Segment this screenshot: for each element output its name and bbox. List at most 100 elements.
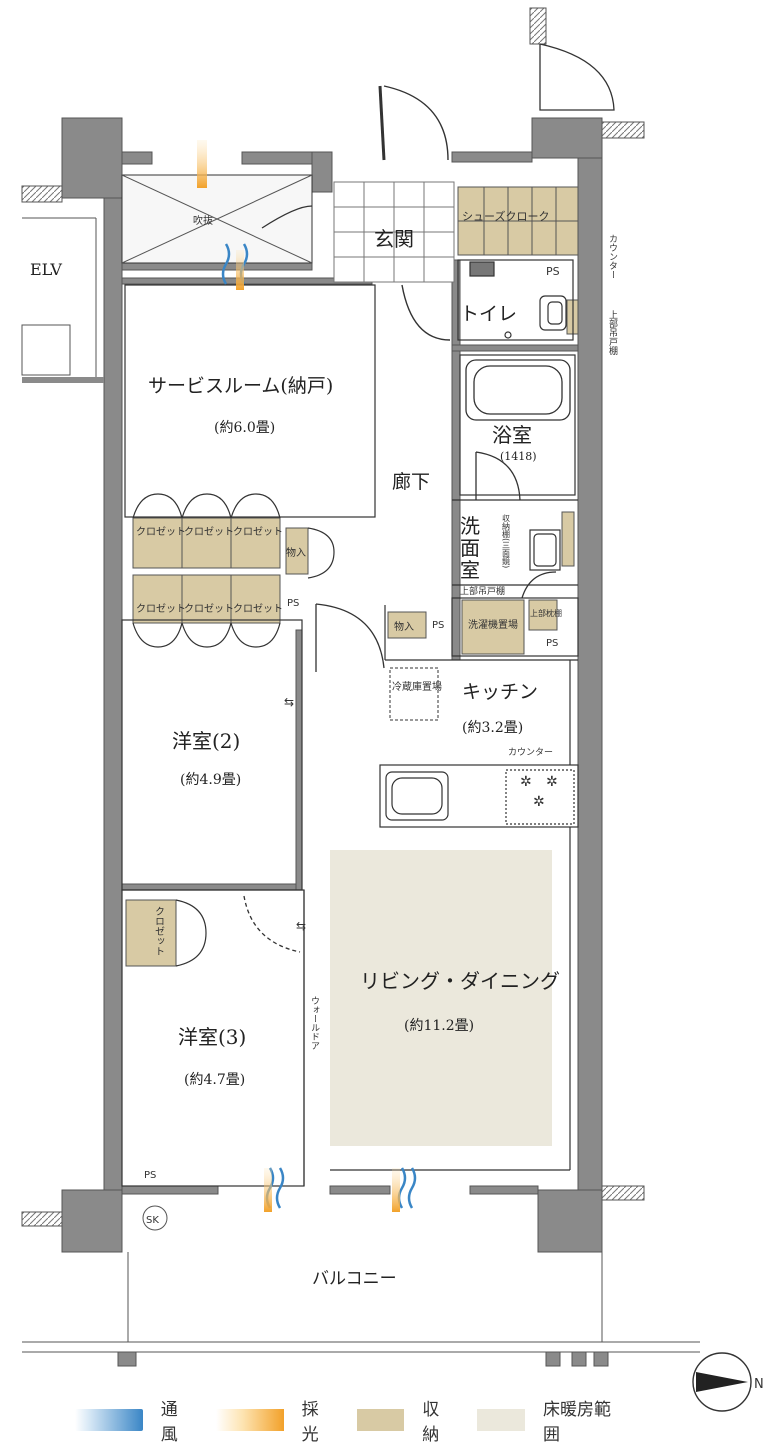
storage-kitchen-fill: [387, 611, 427, 639]
label-upper-cabinet-senmen: 上部吊戸棚: [460, 585, 505, 597]
hatched-wall-bl: [21, 1211, 63, 1227]
closet-doors: [132, 493, 335, 967]
hatched-wall-br: [601, 1185, 645, 1201]
senmen-shelf-fill: [561, 511, 575, 567]
label-kitchen-area: (約3.2畳): [462, 720, 523, 736]
label-hallway: 廊下: [392, 471, 430, 493]
entrance-door: [378, 85, 451, 341]
daylight-swatch-icon: [215, 1409, 284, 1431]
daylight-markers: [197, 140, 400, 1212]
label-living: リビング・ダイニング: [360, 969, 560, 993]
svg-text:✲: ✲: [546, 774, 558, 790]
label-room2-area: (約4.9畳): [180, 772, 241, 788]
label-genkan: 玄関: [374, 227, 414, 251]
label-north: N: [754, 1377, 764, 1392]
label-ps-senmen: PS: [546, 638, 558, 649]
label-ps-kitchen: PS: [432, 620, 444, 631]
label-living-area: (約11.2畳): [404, 1018, 474, 1034]
hatched-wall-right: [601, 121, 645, 139]
hatched-wall-left: [21, 185, 63, 203]
label-closet-3: クロゼット: [233, 526, 283, 538]
void-area: [121, 174, 313, 264]
label-closet-room3: クロゼット: [153, 906, 165, 956]
legend-daylight-label: 採光: [301, 1400, 319, 1445]
hatched-wall-top: [529, 7, 547, 45]
label-closet-4: クロゼット: [136, 603, 186, 615]
balcony: [22, 1205, 700, 1367]
kitchen-counter: [379, 764, 579, 828]
sliding-door-marks: ⇆ ⇆: [284, 695, 306, 933]
label-bath-size: (1418): [500, 450, 537, 463]
svg-text:⇆: ⇆: [284, 695, 294, 709]
label-service-room: サービスルーム(納戸): [148, 375, 333, 397]
entrance-tiles: [333, 181, 455, 283]
legend-ventilation: 通風: [75, 1395, 192, 1445]
label-senmen-2: 面: [460, 536, 480, 560]
label-elv: ELV: [30, 260, 62, 279]
label-upper-cabinet-top: 上部吊戸棚: [607, 310, 618, 356]
svg-text:✲: ✲: [533, 794, 545, 810]
label-wall-door: ウォールドア: [309, 996, 320, 1050]
label-closet-1: クロゼット: [136, 526, 186, 538]
label-ps-top: PS: [546, 265, 560, 278]
closet-room3-fill: [125, 899, 177, 967]
washer-fill: [461, 599, 525, 655]
legend-daylight: 採光: [215, 1395, 333, 1445]
label-closet-2: クロゼット: [184, 526, 234, 538]
walls: [61, 117, 603, 1253]
floor-heating-area: [330, 850, 552, 1146]
label-balcony: バルコニー: [312, 1269, 397, 1289]
label-sk: SK: [146, 1215, 159, 1226]
storage-dividers: [181, 187, 580, 623]
floor-heating-swatch-icon: [477, 1409, 525, 1431]
label-fukinuke: 吹抜: [193, 214, 213, 227]
stove-burners-icon: ✲✲✲: [520, 774, 558, 810]
label-room3-area: (約4.7畳): [184, 1072, 245, 1088]
label-senmen-3: 室: [460, 558, 480, 582]
label-room2: 洋室(2): [172, 729, 240, 753]
label-closet-5: クロゼット: [184, 603, 234, 615]
label-upper-shelf: 上部枕棚: [530, 608, 562, 618]
legend-storage-label: 収納: [422, 1400, 440, 1445]
label-storage-kitchen: 物入: [394, 620, 414, 633]
label-room3: 洋室(3): [178, 1025, 246, 1049]
legend-ventilation-label: 通風: [160, 1400, 178, 1445]
label-counter-top: カウンター: [607, 234, 618, 279]
label-fridge: 冷蔵庫置場: [392, 680, 442, 693]
label-shuno-dana: 収納棚(三面鏡): [502, 513, 511, 568]
interior-lines: [121, 259, 579, 1187]
bathtub: [465, 359, 571, 421]
upper-shelf-fill: [528, 599, 558, 631]
ventilation-swatch-icon: [75, 1409, 143, 1431]
legend-floor-heating: 床暖房範囲: [477, 1395, 621, 1445]
elevator-area: [21, 217, 104, 383]
closet-upper-fill: [132, 517, 281, 569]
label-storage-hall: 物入: [286, 546, 306, 559]
bath-door: [475, 451, 521, 501]
label-toilet: トイレ: [460, 303, 517, 325]
label-closet-6: クロゼット: [233, 603, 283, 615]
label-ps-hall: PS: [287, 598, 299, 609]
label-washer: 洗濯機置場: [468, 618, 518, 631]
legend: 通風 採光 収納 床暖房範囲: [75, 1400, 645, 1445]
storage-fills: [125, 186, 581, 967]
legend-storage: 収納: [356, 1395, 453, 1445]
svg-text:⇆: ⇆: [296, 919, 306, 933]
fridge-area: [389, 667, 439, 721]
label-senmen-1: 洗: [460, 514, 480, 538]
compass: N: [692, 1352, 764, 1412]
interior-doors: [243, 205, 557, 953]
label-kitchen: キッチン: [462, 681, 538, 703]
storage-small-fill: [285, 527, 309, 575]
washbasin: [529, 529, 561, 571]
label-counter-kitchen: カウンター: [508, 747, 553, 758]
svg-text:✲: ✲: [520, 774, 532, 790]
label-service-room-area: (約6.0畳): [214, 420, 275, 436]
closet-lower-fill: [132, 574, 281, 624]
balcony-door-top: [539, 43, 615, 111]
storage-swatch-icon: [356, 1409, 405, 1431]
label-shoes-closet: シューズクローク: [462, 209, 549, 223]
label-bath: 浴室: [492, 423, 532, 447]
toilet-fixture: [469, 261, 567, 339]
